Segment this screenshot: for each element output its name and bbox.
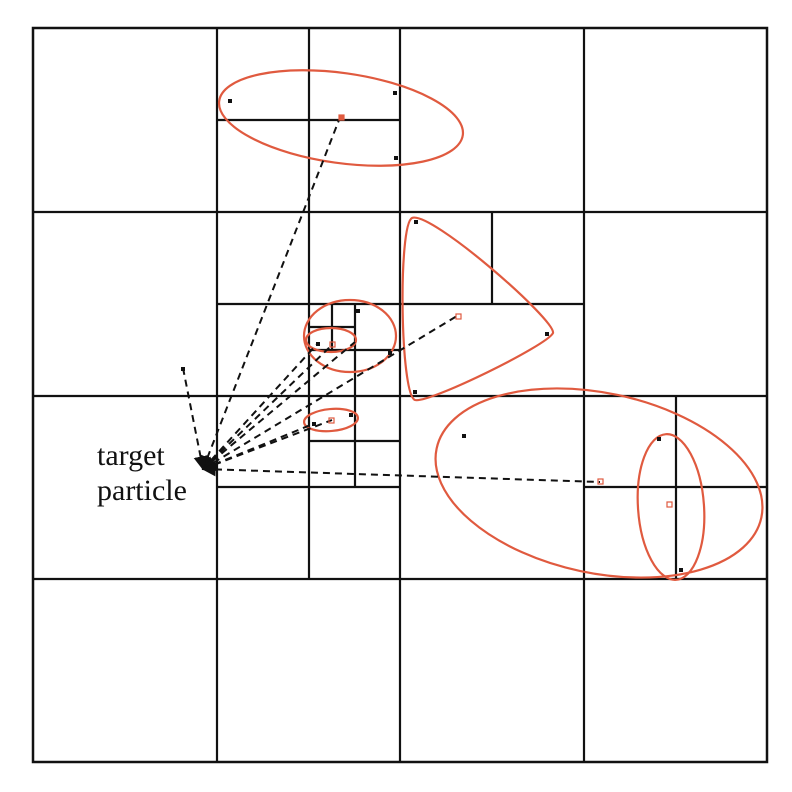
arrow-to-lower-particle xyxy=(201,423,314,471)
particle xyxy=(228,99,232,103)
particle xyxy=(413,390,417,394)
arrow-to-small-ring xyxy=(201,341,356,470)
particle xyxy=(393,91,397,95)
cluster-ellipse-small-ring xyxy=(302,298,398,374)
cluster-ellipse-top xyxy=(217,69,465,167)
particle xyxy=(349,413,353,417)
arrow-to-tiny-cluster xyxy=(201,344,333,470)
particle xyxy=(545,332,549,336)
particle xyxy=(388,351,392,355)
particle xyxy=(462,434,466,438)
particle xyxy=(414,220,418,224)
arrow-to-top-cluster xyxy=(201,119,340,471)
center-of-mass xyxy=(329,341,336,348)
cluster-ellipse-lower-small xyxy=(302,407,360,433)
arrow-to-mid-cluster xyxy=(201,315,458,470)
particle xyxy=(394,156,398,160)
particle xyxy=(657,437,661,441)
particles xyxy=(181,91,683,572)
particle xyxy=(356,309,360,313)
arrow-to-left-particle xyxy=(182,367,208,471)
center-of-mass xyxy=(455,313,462,320)
cluster-outlines xyxy=(217,69,764,581)
cluster-ellipse-right-large xyxy=(434,387,764,579)
particle xyxy=(316,342,320,346)
target-label: target xyxy=(97,439,165,472)
particle-label: particle xyxy=(97,474,187,507)
arrow-to-ring-particle xyxy=(202,342,319,471)
cluster-ellipse-right-tall xyxy=(636,433,706,581)
centers-of-mass xyxy=(328,114,673,508)
center-of-mass xyxy=(338,114,345,121)
particle xyxy=(312,422,316,426)
particle xyxy=(181,367,185,371)
cluster-triangle-mid xyxy=(401,216,555,402)
cluster-ellipse-tiny xyxy=(304,326,358,354)
particle xyxy=(679,568,683,572)
interaction-arrows xyxy=(182,119,601,483)
arrow-to-lower-small xyxy=(201,419,333,472)
center-of-mass xyxy=(328,417,335,424)
center-of-mass xyxy=(666,501,673,508)
center-of-mass xyxy=(597,478,604,485)
arrow-to-right-cluster xyxy=(201,462,601,483)
quadtree-grid xyxy=(33,28,767,762)
